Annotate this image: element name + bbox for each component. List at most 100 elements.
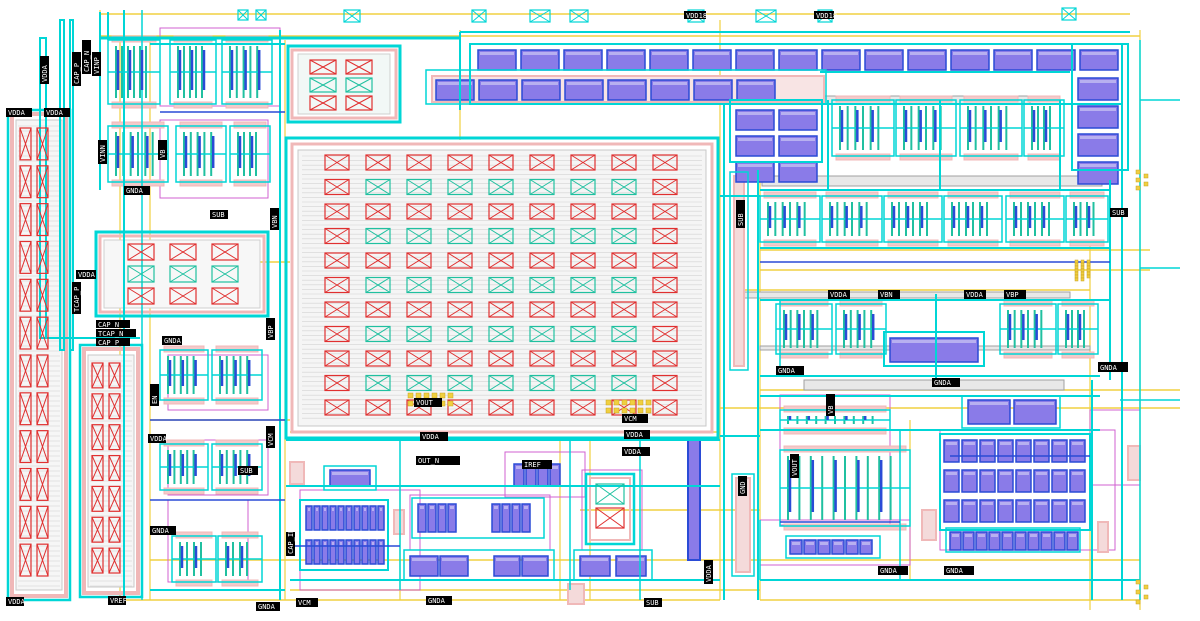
net-label[interactable]: VBN — [878, 290, 900, 299]
small-square-icon[interactable] — [1135, 185, 1141, 191]
crossed-box-icon[interactable] — [611, 350, 637, 367]
crossed-box-icon[interactable] — [529, 374, 555, 392]
transistor-device[interactable] — [649, 49, 689, 71]
net-label[interactable]: SUB — [1110, 208, 1128, 217]
net-label[interactable]: CAP_N — [96, 320, 130, 329]
transistor-device[interactable] — [943, 469, 960, 493]
small-square-icon[interactable] — [1074, 262, 1079, 267]
transistor-device[interactable] — [447, 503, 457, 533]
crossed-box-icon[interactable] — [91, 547, 104, 574]
crossed-box-icon[interactable] — [19, 203, 32, 237]
net-label[interactable]: VDDA — [624, 430, 650, 439]
transistor-device[interactable] — [967, 399, 1011, 425]
transistor-device[interactable] — [313, 539, 321, 565]
crossed-box-icon[interactable] — [570, 276, 596, 294]
crossed-box-icon[interactable] — [611, 374, 637, 392]
transistor-device[interactable] — [789, 539, 803, 555]
crossed-box-icon[interactable] — [529, 350, 555, 367]
crossed-box-icon[interactable] — [324, 252, 350, 269]
net-label[interactable]: VBP — [266, 318, 275, 340]
crossed-box-icon[interactable] — [19, 127, 32, 161]
transistor-device[interactable] — [778, 49, 818, 71]
crossed-box-icon[interactable] — [19, 392, 32, 426]
transistor-device[interactable] — [803, 539, 817, 555]
transistor-device[interactable] — [361, 505, 369, 531]
transistor-device[interactable] — [821, 49, 861, 71]
transistor-device[interactable] — [864, 49, 904, 71]
net-label[interactable]: VBP — [1004, 290, 1026, 299]
transistor-device[interactable] — [1013, 399, 1057, 425]
transistor-device[interactable] — [329, 469, 371, 487]
net-label[interactable]: VB — [158, 140, 167, 160]
transistor-device[interactable] — [692, 49, 732, 71]
crossed-box-icon[interactable] — [19, 316, 32, 350]
transistor-device[interactable] — [337, 505, 345, 531]
transistor-device[interactable] — [491, 503, 501, 533]
crossed-box-icon[interactable] — [36, 316, 49, 350]
transistor-device[interactable] — [735, 135, 775, 157]
transistor-device[interactable] — [1036, 49, 1076, 71]
net-label[interactable]: VDDA — [40, 56, 49, 84]
small-square-icon[interactable] — [1074, 277, 1079, 282]
crossed-box-icon[interactable] — [365, 178, 391, 196]
net-label[interactable]: VBN — [270, 208, 279, 230]
crossed-box-icon[interactable] — [611, 203, 637, 220]
transistor-device[interactable] — [361, 539, 369, 565]
crossed-box-icon[interactable] — [570, 178, 596, 196]
transistor-device[interactable] — [579, 555, 611, 577]
crossed-box-icon[interactable] — [611, 252, 637, 269]
crossed-box-icon[interactable] — [406, 227, 432, 245]
transistor-device[interactable] — [521, 555, 549, 577]
crossed-box-icon[interactable] — [324, 374, 350, 392]
crossed-box-icon[interactable] — [529, 399, 555, 416]
transistor-device[interactable] — [1051, 499, 1068, 523]
crossed-box-icon[interactable] — [529, 252, 555, 269]
crossed-box-icon[interactable] — [324, 301, 350, 318]
crossed-box-icon[interactable] — [611, 325, 637, 343]
transistor-device[interactable] — [735, 109, 775, 131]
transistor-device[interactable] — [345, 505, 353, 531]
small-square-icon[interactable] — [1074, 268, 1079, 273]
crossed-box-icon[interactable] — [447, 227, 473, 245]
transistor-device[interactable] — [979, 499, 996, 523]
crossed-box-icon[interactable] — [570, 350, 596, 367]
transistor-device[interactable] — [501, 503, 511, 533]
net-label[interactable]: VDDA — [622, 447, 650, 456]
crossed-box-icon[interactable] — [36, 467, 49, 501]
transistor-device[interactable] — [993, 49, 1033, 71]
transistor-device[interactable] — [961, 499, 978, 523]
transistor-device[interactable] — [1015, 439, 1032, 463]
crossed-box-icon[interactable] — [447, 276, 473, 294]
transistor-device[interactable] — [831, 539, 845, 555]
net-label[interactable]: CAP_P — [72, 52, 81, 86]
crossed-box-icon[interactable] — [611, 178, 637, 196]
crossed-box-icon[interactable] — [345, 59, 373, 75]
transistor-device[interactable] — [369, 539, 377, 565]
crossed-box-icon[interactable] — [488, 203, 514, 220]
crossed-box-icon[interactable] — [365, 399, 391, 416]
transistor-device[interactable] — [845, 539, 859, 555]
crossed-box-icon[interactable] — [611, 301, 637, 318]
net-label[interactable]: IREF — [522, 460, 552, 469]
small-square-icon[interactable] — [1086, 271, 1091, 276]
small-square-icon[interactable] — [1086, 274, 1091, 279]
transistor-device[interactable] — [1051, 469, 1068, 493]
small-square-icon[interactable] — [605, 399, 612, 406]
crossed-box-icon[interactable] — [406, 374, 432, 392]
crossed-box-icon[interactable] — [127, 243, 155, 261]
crossed-box-icon[interactable] — [324, 227, 350, 245]
small-square-icon[interactable] — [629, 399, 636, 406]
crossed-box-icon[interactable] — [488, 227, 514, 245]
crossed-box-icon[interactable] — [570, 227, 596, 245]
transistor-device[interactable] — [997, 499, 1014, 523]
transistor-device[interactable] — [1069, 439, 1086, 463]
crossed-box-icon[interactable] — [529, 203, 555, 220]
transistor-device[interactable] — [437, 503, 447, 533]
small-square-icon[interactable] — [645, 399, 652, 406]
net-label[interactable]: VINP — [92, 52, 101, 76]
transistor-device[interactable] — [305, 505, 313, 531]
crossed-box-icon[interactable] — [488, 325, 514, 343]
crossed-box-icon[interactable] — [255, 9, 267, 21]
crossed-box-icon[interactable] — [108, 362, 121, 389]
transistor-device[interactable] — [1051, 439, 1068, 463]
